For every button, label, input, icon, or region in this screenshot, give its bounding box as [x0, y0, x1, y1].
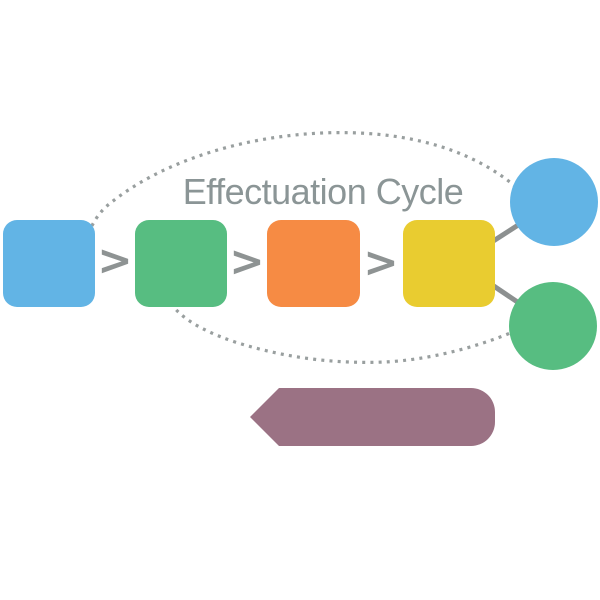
chevron-right-icon: > [363, 238, 398, 287]
step-2-box-green [135, 220, 227, 307]
cycle-dotted-arc-bottom [166, 295, 523, 364]
step-1-box-blue [3, 220, 95, 307]
step-3-box-orange [267, 220, 360, 307]
chevron-right-icon: > [229, 237, 264, 286]
outcome-node-bottom-green [509, 282, 597, 370]
outcome-node-top-blue [510, 158, 598, 246]
step-4-box-yellow [403, 220, 495, 307]
feedback-arrow-left [250, 388, 495, 446]
chevron-right-icon: > [97, 236, 132, 285]
diagram-title: Effectuation Cycle [183, 171, 464, 212]
